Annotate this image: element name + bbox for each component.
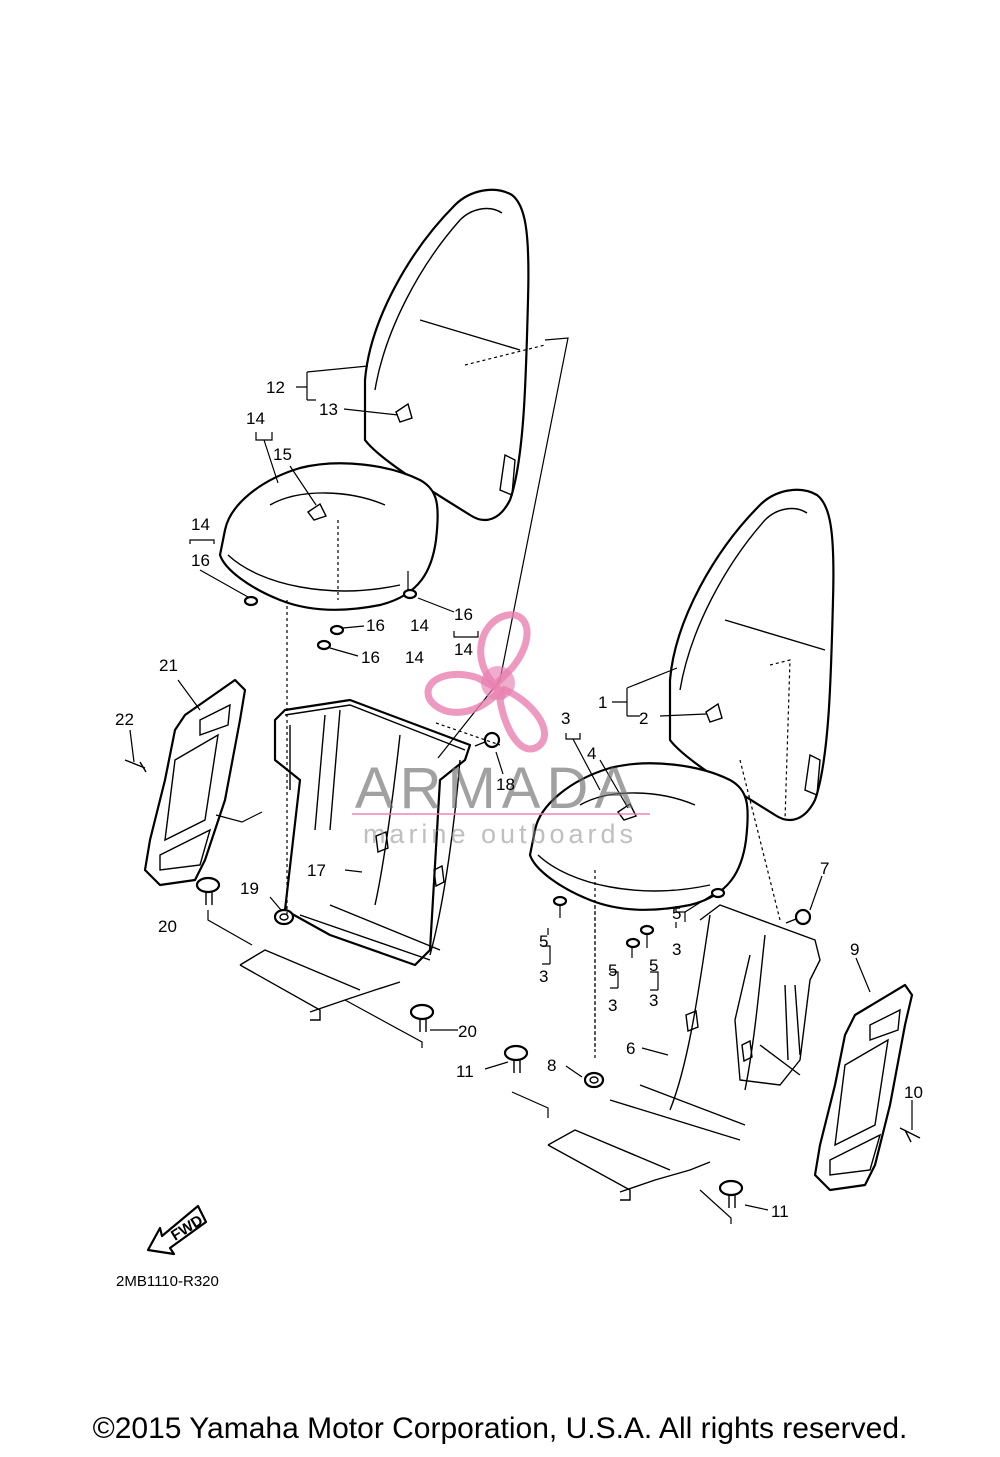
callout-11b: 11 — [771, 1202, 789, 1221]
callout-18: 18 — [496, 775, 515, 794]
callout-7: 7 — [820, 859, 829, 878]
right-damper-c-icon — [625, 937, 641, 949]
callout-3b: 3 — [539, 967, 548, 986]
callout-22: 22 — [115, 710, 134, 729]
callout-14e: 14 — [405, 648, 424, 667]
left-bolt-20b-icon — [409, 1003, 435, 1032]
callout-16c: 16 — [366, 616, 385, 635]
fwd-arrow-icon: FWD — [146, 1204, 208, 1256]
left-damper-a-icon — [243, 595, 259, 607]
leader-lines — [129, 337, 913, 1224]
right-bolt-7-icon — [785, 908, 812, 926]
callout-5c: 5 — [608, 961, 617, 980]
callout-14c: 14 — [454, 640, 473, 659]
right-cushion-tag-icon — [616, 802, 637, 821]
callout-3c: 3 — [608, 996, 617, 1015]
callout-12: 12 — [266, 378, 285, 397]
callout-15: 15 — [273, 445, 292, 464]
callout-3d: 3 — [649, 991, 658, 1010]
callout-6: 6 — [626, 1039, 635, 1058]
callout-8: 8 — [547, 1056, 556, 1075]
right-damper-b-icon — [710, 887, 726, 899]
callout-1: 1 — [598, 693, 607, 712]
right-grommet-8-icon — [583, 1071, 605, 1089]
left-side-panel — [143, 678, 247, 887]
callout-14b: 14 — [191, 515, 210, 534]
right-damper-d-icon — [639, 924, 655, 936]
callout-3: 3 — [561, 709, 570, 728]
right-seat-backrest — [668, 488, 835, 822]
callout-14d: 14 — [410, 616, 429, 635]
callout-16a: 16 — [191, 551, 210, 570]
armada-watermark: ARMADA marine outboards — [352, 611, 650, 849]
callout-17: 17 — [307, 861, 326, 880]
left-seat-cushion — [218, 462, 439, 611]
callout-labels: 12 13 14 15 14 16 16 14 16 14 16 14 21 2… — [115, 378, 923, 1290]
callout-21: 21 — [159, 656, 178, 675]
right-damper-a-icon — [552, 895, 568, 907]
callout-5b: 5 — [539, 932, 548, 951]
copyright-notice: ©2015 Yamaha Motor Corporation, U.S.A. A… — [92, 1412, 908, 1445]
right-side-panel — [813, 983, 914, 1192]
left-panel-rivet-icon — [124, 759, 147, 773]
callout-9: 9 — [850, 940, 859, 959]
right-bolt-11a-icon — [503, 1044, 529, 1073]
left-bolt-18-icon — [474, 731, 501, 749]
callout-19: 19 — [240, 879, 259, 898]
callout-16d: 16 — [361, 648, 380, 667]
left-frame-bracket-icon — [375, 831, 445, 888]
callout-5a: 5 — [672, 904, 681, 923]
callout-13: 13 — [319, 400, 338, 419]
callout-5d: 5 — [649, 956, 658, 975]
left-damper-d-icon — [316, 639, 332, 651]
diagram-code: 2MB1110-R320 — [116, 1273, 219, 1290]
callout-20a: 20 — [158, 917, 177, 936]
callout-3a: 3 — [672, 940, 681, 959]
callout-16b: 16 — [454, 605, 473, 624]
right-frame-bracket-icon — [685, 1010, 753, 1063]
propeller-logo-icon — [424, 611, 548, 753]
right-seat-frame — [547, 904, 821, 1201]
left-seat-frame — [239, 698, 472, 1021]
callout-11a: 11 — [456, 1062, 474, 1081]
left-bolt-20a-icon — [195, 876, 221, 905]
right-bolt-11b-icon — [718, 1179, 744, 1208]
left-seat-backrest — [363, 188, 546, 522]
left-backrest-tag-icon — [395, 402, 413, 423]
callout-2: 2 — [639, 709, 648, 728]
right-panel-rivet-icon — [899, 1127, 921, 1143]
watermark-title: ARMADA — [355, 756, 639, 821]
callout-14a: 14 — [246, 409, 265, 428]
left-damper-c-icon — [329, 624, 345, 636]
watermark-subtitle: marine outboards — [363, 819, 637, 849]
left-damper-b-icon — [402, 588, 418, 600]
callout-20b: 20 — [458, 1022, 477, 1041]
callout-10: 10 — [904, 1083, 923, 1102]
left-grommet-19-icon — [273, 908, 295, 926]
callout-4: 4 — [587, 744, 596, 763]
right-backrest-tag-icon — [705, 702, 723, 723]
left-cushion-tag-icon — [306, 502, 327, 521]
